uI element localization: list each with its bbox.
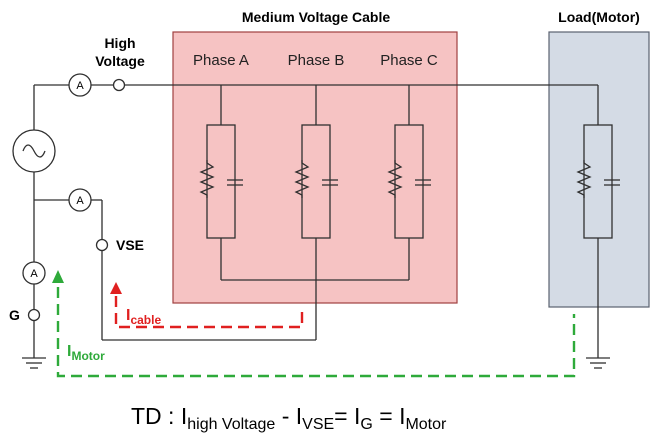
motor-current-path	[56, 287, 576, 378]
ammeter-high-voltage: A	[68, 73, 92, 97]
wires	[33, 84, 599, 358]
ground-icon-load	[586, 357, 610, 369]
phase-a-label: Phase A	[193, 52, 249, 69]
high-voltage-label-2: Voltage	[95, 53, 145, 69]
cable-box	[172, 31, 458, 304]
svg-text:A: A	[76, 195, 84, 207]
motor-current-arrow-icon	[52, 270, 64, 283]
g-label: G	[9, 307, 20, 323]
ammeter-ground: A	[22, 261, 46, 285]
svg-text:A: A	[30, 268, 38, 280]
cable-current-label: Icable	[126, 307, 161, 327]
ammeter-vse: A	[68, 188, 92, 212]
rc-network-phase-b	[294, 124, 338, 239]
motor-current-label: IMotor	[67, 343, 105, 363]
phase-b-label: Phase B	[288, 52, 345, 69]
sine-wave-icon	[22, 144, 46, 158]
equation: TD : Ihigh Voltage - IVSE= IG = IMotor	[131, 403, 447, 433]
phase-c-label: Phase C	[380, 52, 438, 69]
ground-icon-source	[22, 357, 46, 369]
rc-network-load	[576, 124, 620, 239]
cable-current-path	[114, 296, 304, 329]
cable-current-arrow-icon	[110, 282, 122, 294]
terminal-vse	[95, 238, 109, 252]
rc-network-phase-c	[387, 124, 431, 239]
vse-label: VSE	[116, 237, 144, 253]
load-box	[548, 31, 650, 308]
svg-text:A: A	[76, 80, 84, 92]
rc-network-phase-a	[199, 124, 243, 239]
terminal-g	[27, 308, 41, 322]
high-voltage-label-1: High	[104, 35, 135, 51]
terminal-high-voltage	[112, 78, 126, 92]
load-title: Load(Motor)	[558, 9, 640, 25]
cable-title: Medium Voltage Cable	[242, 9, 391, 25]
